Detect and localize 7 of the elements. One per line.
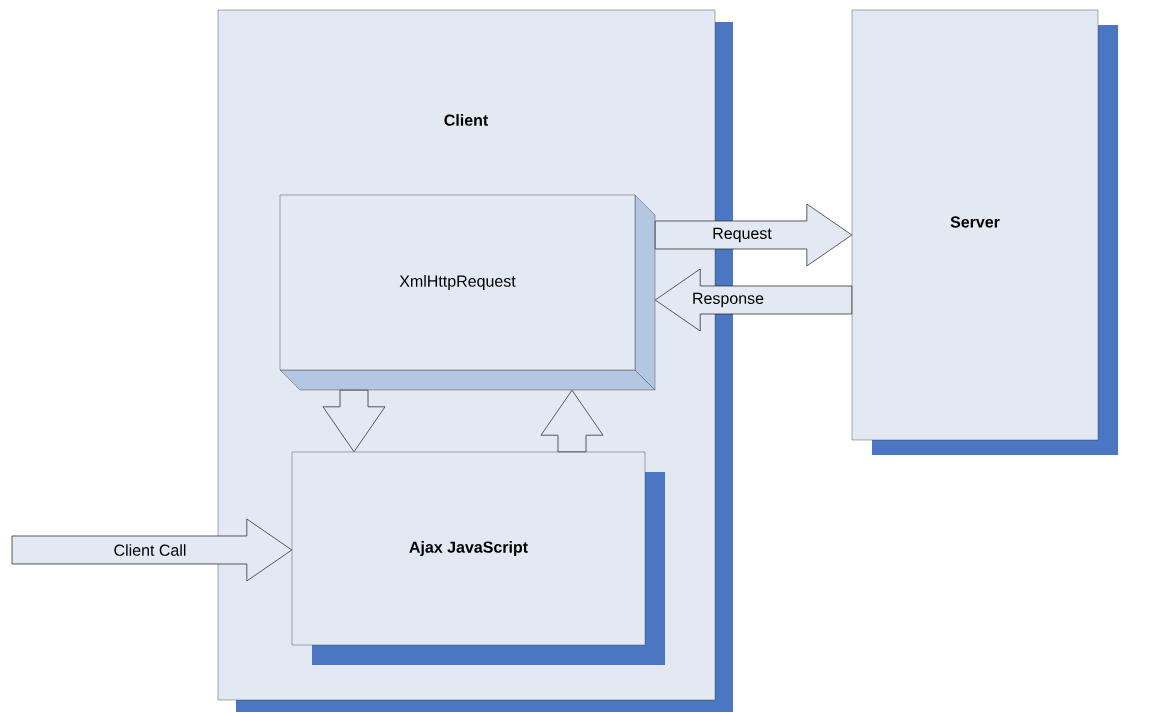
edge-label: Client Call	[114, 544, 186, 556]
process-box: Ajax JavaScript	[291, 451, 665, 665]
block-arrow	[540, 389, 604, 453]
block-arrow	[322, 389, 386, 453]
server-box: Server	[851, 9, 1118, 455]
process-box: XmlHttpRequest	[279, 194, 656, 391]
block-arrow	[11, 518, 293, 582]
